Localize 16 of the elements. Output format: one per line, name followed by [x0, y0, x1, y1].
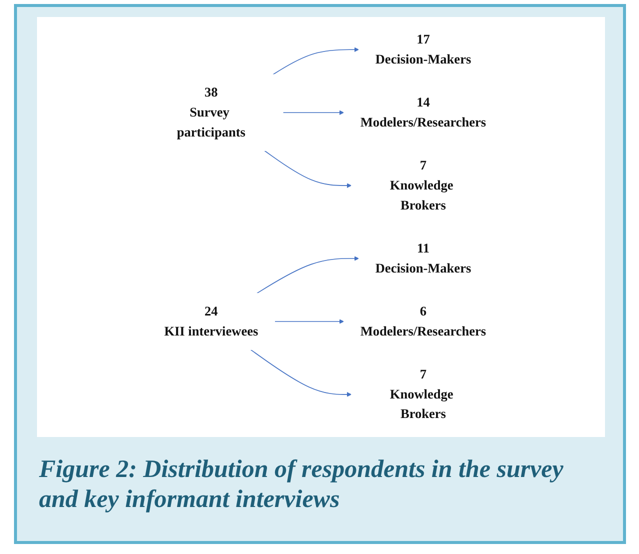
arrow [264, 150, 352, 188]
arrow [256, 256, 359, 294]
arrow [272, 47, 359, 75]
figure-caption: Figure 2: Distribution of respondents in the survey and key informant interviews [39, 455, 564, 515]
arrow [250, 349, 352, 397]
caption-panel: 38 Survey participants 17 Decision-Makers 14 Modelers/Researchers 7 Knowledge Brokers 24 KII interviewees 11 Decision-Makers 6 Modelers/Researchers 7 Knowledge Brokers Figure 2: Distribution of respondents in the survey and key informant interviews [14, 4, 626, 544]
arrow [274, 319, 344, 324]
node-text: 7 Knowledge Brokers [390, 158, 454, 213]
arrow [282, 110, 344, 116]
node-text: 14 Modelers/Researchers [360, 95, 486, 130]
node-text: 6 Modelers/Researchers [360, 304, 486, 339]
node-text: 7 Knowledge Brokers [390, 367, 454, 422]
node-text: 11 Decision-Makers [375, 241, 472, 276]
node-text: 38 Survey participants [176, 86, 246, 140]
node-text: 17 Decision-Makers [375, 32, 472, 67]
node-text: 24 KII interviewees [164, 304, 258, 339]
